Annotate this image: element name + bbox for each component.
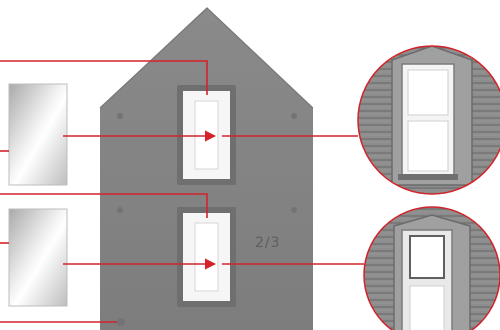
upper-detail-sill: [398, 174, 458, 180]
lower-window-pane: [195, 223, 218, 291]
locating-hole: [291, 207, 297, 213]
upper-detail-top-pane: [408, 70, 448, 115]
lower-clear-glazing-piece: [9, 209, 67, 306]
locating-hole: [117, 207, 123, 213]
lower-window-detail: [355, 200, 500, 330]
upper-window: [177, 85, 236, 185]
lower-window: [177, 207, 236, 307]
lower-detail-top-pane: [410, 236, 444, 278]
upper-detail-bottom-pane: [408, 121, 448, 171]
upper-window-detail: [350, 40, 500, 210]
locating-hole: [117, 113, 123, 119]
upper-clear-glazing-piece: [9, 84, 67, 185]
locating-hole: [117, 318, 125, 326]
lower-detail-bottom-pane: [410, 286, 444, 330]
upper-window-pane: [195, 101, 218, 169]
locating-hole: [291, 113, 297, 119]
part-number-label: 2/3: [255, 235, 281, 251]
